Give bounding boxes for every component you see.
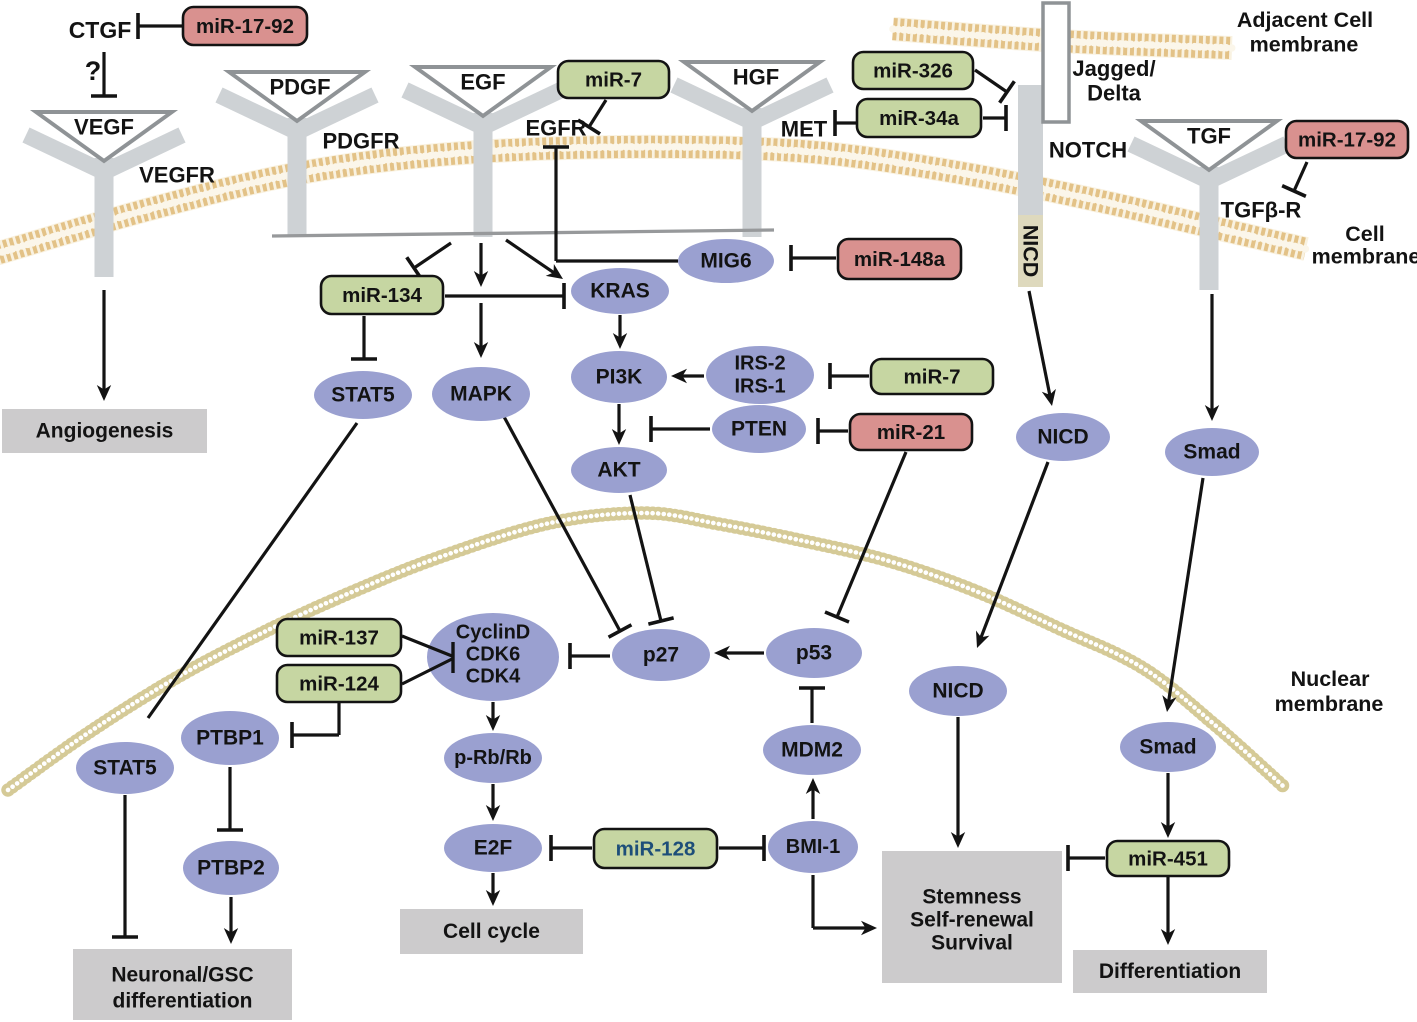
- svg-text:Angiogenesis: Angiogenesis: [36, 420, 174, 443]
- svg-text:PI3K: PI3K: [596, 366, 643, 389]
- svg-text:membrane: membrane: [1312, 245, 1417, 269]
- svg-text:PTBP1: PTBP1: [196, 727, 264, 750]
- svg-text:miR-451: miR-451: [1128, 848, 1208, 871]
- svg-text:differentiation: differentiation: [113, 990, 253, 1013]
- svg-text:VEGFR: VEGFR: [139, 163, 215, 188]
- svg-text:IRS-1: IRS-1: [734, 376, 785, 398]
- svg-text:miR-326: miR-326: [873, 60, 953, 83]
- svg-text:PTEN: PTEN: [731, 418, 787, 441]
- svg-text:PTBP2: PTBP2: [197, 857, 265, 880]
- svg-text:Stemness: Stemness: [922, 886, 1021, 909]
- svg-text:Survival: Survival: [931, 932, 1013, 955]
- svg-text:membrane: membrane: [1250, 33, 1359, 57]
- svg-text:Neuronal/GSC: Neuronal/GSC: [111, 964, 253, 987]
- svg-text:EGFR: EGFR: [525, 116, 586, 141]
- svg-text:?: ?: [85, 56, 102, 86]
- svg-text:NOTCH: NOTCH: [1049, 138, 1127, 163]
- svg-text:AKT: AKT: [597, 459, 640, 482]
- svg-text:p-Rb/Rb: p-Rb/Rb: [454, 747, 532, 769]
- svg-text:NICD: NICD: [932, 680, 983, 703]
- svg-text:EGF: EGF: [460, 70, 505, 95]
- svg-text:miR-128: miR-128: [616, 838, 696, 861]
- svg-text:p53: p53: [796, 642, 832, 665]
- svg-text:MDM2: MDM2: [781, 739, 843, 762]
- svg-text:CDK4: CDK4: [466, 665, 521, 687]
- svg-text:miR-148a: miR-148a: [854, 248, 946, 271]
- svg-text:Self-renewal: Self-renewal: [910, 909, 1034, 932]
- svg-text:TGF: TGF: [1187, 124, 1231, 149]
- svg-text:MET: MET: [781, 117, 828, 142]
- svg-text:NICD: NICD: [1037, 426, 1088, 449]
- svg-text:miR-21: miR-21: [877, 421, 945, 444]
- svg-text:Nuclear: Nuclear: [1291, 667, 1371, 691]
- svg-text:Smad: Smad: [1139, 736, 1196, 759]
- svg-text:miR-134: miR-134: [342, 284, 422, 307]
- svg-text:KRAS: KRAS: [590, 280, 650, 303]
- svg-text:CyclinD: CyclinD: [456, 622, 530, 644]
- svg-text:Differentiation: Differentiation: [1099, 960, 1241, 983]
- svg-text:CDK6: CDK6: [466, 644, 520, 666]
- svg-text:TGFβ-R: TGFβ-R: [1221, 198, 1302, 223]
- svg-text:miR-137: miR-137: [299, 627, 379, 650]
- svg-text:miR-124: miR-124: [299, 673, 379, 696]
- svg-text:STAT5: STAT5: [331, 384, 395, 407]
- svg-text:miR-7: miR-7: [585, 69, 642, 92]
- svg-text:miR-17-92: miR-17-92: [1298, 129, 1396, 152]
- svg-text:CTGF: CTGF: [69, 17, 132, 43]
- svg-text:Cell cycle: Cell cycle: [443, 920, 540, 943]
- svg-text:MIG6: MIG6: [700, 250, 751, 273]
- svg-text:E2F: E2F: [474, 837, 513, 860]
- svg-text:Jagged/: Jagged/: [1072, 56, 1155, 81]
- svg-text:IRS-2: IRS-2: [734, 353, 785, 375]
- svg-text:Cell: Cell: [1345, 222, 1384, 246]
- svg-text:PDGF: PDGF: [269, 75, 330, 100]
- svg-text:STAT5: STAT5: [93, 757, 157, 780]
- svg-text:Delta: Delta: [1087, 81, 1142, 106]
- svg-text:PDGFR: PDGFR: [323, 129, 400, 154]
- svg-text:Adjacent Cell: Adjacent Cell: [1237, 8, 1373, 32]
- svg-text:miR-17-92: miR-17-92: [196, 15, 294, 38]
- svg-text:Smad: Smad: [1183, 441, 1240, 464]
- svg-text:miR-34a: miR-34a: [879, 107, 959, 130]
- svg-text:MAPK: MAPK: [450, 383, 512, 406]
- svg-text:miR-7: miR-7: [904, 366, 961, 389]
- svg-text:HGF: HGF: [733, 65, 779, 90]
- svg-text:BMI-1: BMI-1: [786, 836, 840, 858]
- svg-text:VEGF: VEGF: [74, 115, 134, 140]
- svg-text:membrane: membrane: [1275, 692, 1384, 716]
- svg-text:p27: p27: [643, 644, 679, 667]
- svg-text:NICD: NICD: [1019, 225, 1043, 278]
